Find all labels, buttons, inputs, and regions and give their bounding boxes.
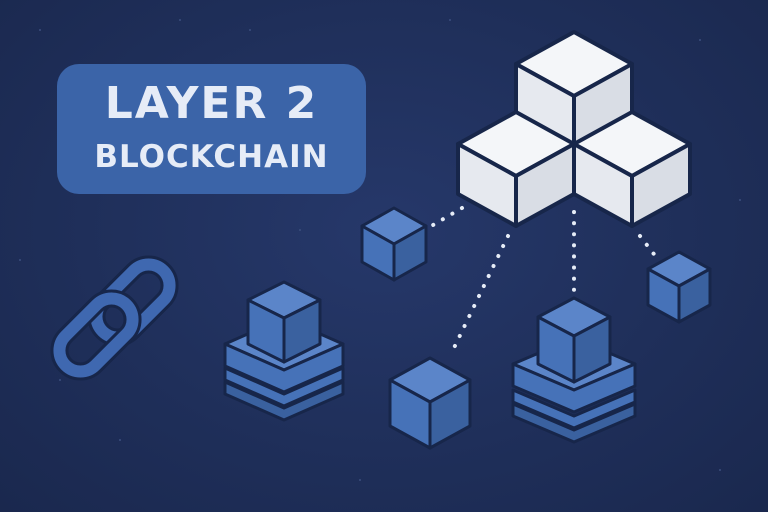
node-cube-right [646, 250, 712, 324]
cube-icon [572, 110, 692, 228]
node-cube-left [360, 206, 428, 282]
link-to-left-cube [426, 206, 464, 230]
layer-stack-icon [511, 296, 637, 444]
node-cube-bottom [388, 356, 472, 450]
title-line-1: LAYER 2 [104, 78, 319, 129]
title-badge: LAYER 2 BLOCKCHAIN [57, 64, 366, 194]
main-block-cluster [456, 30, 692, 228]
cube-icon [456, 110, 576, 228]
dotted-links [426, 206, 662, 354]
chain-link-icon [50, 255, 179, 381]
link-to-bottom-cube [450, 234, 510, 354]
link-to-right-cube [638, 234, 662, 264]
title-line-2: BLOCKCHAIN [94, 139, 329, 175]
layer-stack-icon [223, 280, 345, 422]
background-dots [19, 19, 741, 481]
